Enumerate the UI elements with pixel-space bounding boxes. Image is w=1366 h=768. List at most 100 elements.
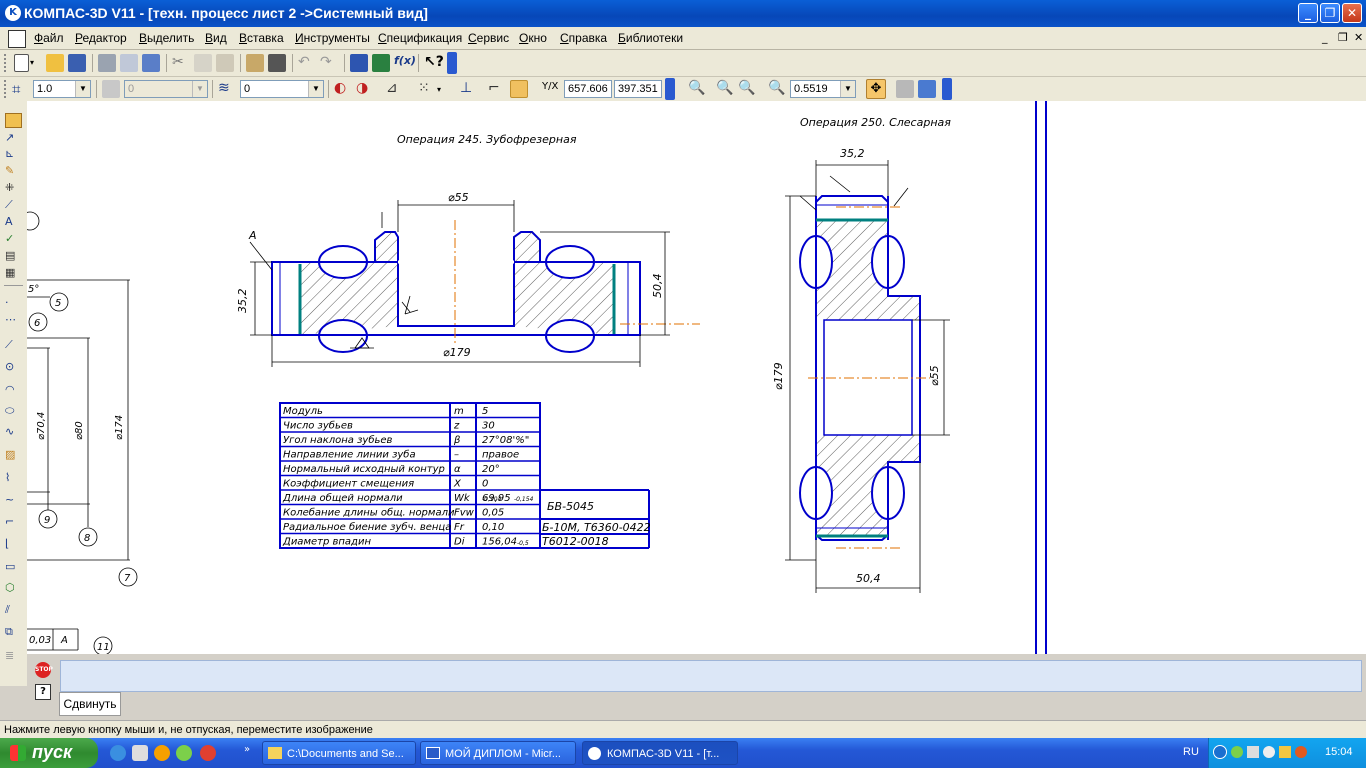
cursor-snap-icon[interactable] [510, 80, 528, 98]
ellipse-icon[interactable]: ⬭ [5, 404, 15, 417]
menu-service[interactable]: Сервис [468, 31, 510, 45]
desktop-icon[interactable] [132, 745, 148, 761]
ortho-icon[interactable]: ⊿ [386, 80, 398, 96]
save-icon[interactable] [68, 54, 86, 72]
properties-strip[interactable] [60, 660, 1362, 692]
snap-grid-icon[interactable]: ⌗ [12, 80, 21, 98]
doc-minimize-icon[interactable]: _ [1322, 31, 1328, 44]
document-icon[interactable] [8, 30, 26, 48]
toolbar-options-icon[interactable] [942, 78, 952, 100]
toolbar-grip[interactable] [4, 80, 9, 98]
point-icon[interactable]: · [5, 296, 9, 309]
format-brush-icon[interactable] [246, 54, 264, 72]
help-icon[interactable]: ? [35, 684, 51, 700]
layers-icon[interactable]: ≋ [218, 80, 230, 96]
circle-icon[interactable]: ⊙ [5, 360, 15, 373]
cut-icon[interactable]: ✂ [172, 54, 184, 70]
properties-icon[interactable] [142, 54, 160, 72]
toolbar-options-icon[interactable] [447, 52, 457, 74]
aux-line-icon[interactable]: ⋯ [5, 313, 16, 326]
dimensions-icon[interactable]: ↗ [5, 131, 15, 144]
grid-icon[interactable]: ⁙ [418, 80, 430, 96]
fillet-icon[interactable]: ⌊ [5, 537, 10, 550]
toolbar-grip[interactable] [4, 54, 9, 72]
coord-y-field[interactable]: 397.351 [614, 80, 662, 98]
chevron-down-icon[interactable]: ▼ [192, 81, 207, 97]
restore-icon[interactable]: ❐ [1320, 3, 1340, 23]
scale-field[interactable]: 1.0▼ [33, 80, 91, 98]
round-icon[interactable]: ⌐ [488, 80, 500, 96]
magnet-icon[interactable]: ◐ [334, 80, 347, 96]
pan-icon[interactable]: ✥ [866, 79, 886, 99]
chevron-down-icon[interactable]: ▾ [437, 85, 442, 94]
zoom-out-icon[interactable]: 🔍 [738, 80, 756, 96]
contour-icon[interactable]: ⧉ [5, 625, 13, 638]
zoom-scale-icon[interactable]: 🔍 [768, 80, 786, 96]
show-all-icon[interactable] [896, 80, 914, 98]
tray-network-icon[interactable] [1247, 746, 1259, 758]
collection-icon[interactable]: ≣ [5, 649, 15, 662]
tab-shift[interactable]: Сдвинуть [59, 692, 121, 716]
zoom-in-icon[interactable]: 🔍 [716, 80, 734, 96]
arc-icon[interactable]: ◠ [5, 383, 15, 396]
tray-search-icon[interactable] [1263, 746, 1275, 758]
print-preview-icon[interactable] [120, 54, 138, 72]
open-folder-icon[interactable] [46, 54, 64, 72]
menu-tools[interactable]: Инструменты [295, 31, 370, 45]
title-bar[interactable]: K КОМПАС-3D V11 - [техн. процесс лист 2 … [0, 0, 1366, 27]
copy-icon[interactable] [194, 54, 212, 72]
app-a-icon[interactable] [154, 745, 170, 761]
menu-specification[interactable]: Спецификация [378, 31, 463, 45]
redo-icon[interactable]: ↷ [320, 54, 332, 70]
stop-icon[interactable]: STOP [35, 662, 53, 678]
task-explorer[interactable]: C:\Documents and Se... [262, 741, 416, 765]
layer-field[interactable]: 0▼ [240, 80, 324, 98]
print-icon[interactable] [98, 54, 116, 72]
menu-editor[interactable]: Редактор [75, 31, 127, 45]
curve-icon[interactable]: ~ [5, 493, 15, 506]
chevron-down-icon[interactable]: ▼ [75, 81, 90, 97]
spec-icon[interactable]: ✓ [5, 232, 15, 245]
geometry-icon[interactable] [5, 113, 22, 128]
segment-icon[interactable]: ⟋ [5, 338, 13, 351]
chevron-down-icon[interactable]: ▼ [840, 81, 855, 97]
designations-icon[interactable]: ⊾ [5, 147, 15, 160]
toolbar-options-icon[interactable] [665, 78, 675, 100]
coordinate-system-icon[interactable]: ⊥ [460, 80, 473, 96]
select-icon[interactable]: A [5, 215, 13, 228]
tray-arrow-icon[interactable] [1213, 745, 1227, 759]
zoom-field[interactable]: 0.5519▼ [790, 80, 856, 98]
chamfer-icon[interactable]: ⌐ [5, 515, 15, 528]
chrome-icon[interactable] [200, 745, 216, 761]
equidistant-icon[interactable]: ⫽ [5, 603, 10, 616]
language-indicator[interactable]: RU [1183, 746, 1199, 758]
report-icon[interactable]: ▤ [5, 249, 16, 262]
refresh-icon[interactable] [918, 80, 936, 98]
list-icon[interactable] [268, 54, 286, 72]
doc-restore-icon[interactable]: ❐ [1338, 31, 1348, 44]
task-word[interactable]: МОЙ ДИПЛОМ - Micr... [420, 741, 576, 765]
polygon-icon[interactable]: ⬡ [5, 581, 15, 594]
insert-icon[interactable]: ▦ [5, 266, 16, 279]
menu-file[interactable]: Файл [34, 31, 64, 45]
hatch-icon[interactable]: ▨ [5, 448, 16, 461]
ie-icon[interactable] [110, 745, 126, 761]
app-flower-icon[interactable] [176, 745, 192, 761]
coord-x-field[interactable]: 657.606 [564, 80, 612, 98]
tray-opera-icon[interactable] [1295, 746, 1307, 758]
edit-icon[interactable]: ✎ [5, 164, 15, 177]
menu-view[interactable]: Вид [205, 31, 227, 45]
style-icon[interactable] [102, 80, 120, 98]
start-button[interactable]: пуск [0, 738, 98, 768]
parametrization-icon[interactable]: ⁜ [5, 181, 15, 194]
menu-help[interactable]: Справка [560, 31, 608, 45]
chevron-double-right-icon[interactable]: » [244, 744, 251, 755]
fx-icon[interactable]: f(x) [394, 54, 416, 67]
manager-icon[interactable] [350, 54, 368, 72]
tray-app-icon[interactable] [1231, 746, 1243, 758]
close-icon[interactable]: ✕ [1342, 3, 1362, 23]
context-help-icon[interactable]: ↖? [424, 54, 444, 70]
menu-window[interactable]: Окно [519, 31, 547, 45]
minimize-icon[interactable]: _ [1298, 3, 1318, 23]
polyline-icon[interactable]: ⌇ [5, 471, 11, 484]
